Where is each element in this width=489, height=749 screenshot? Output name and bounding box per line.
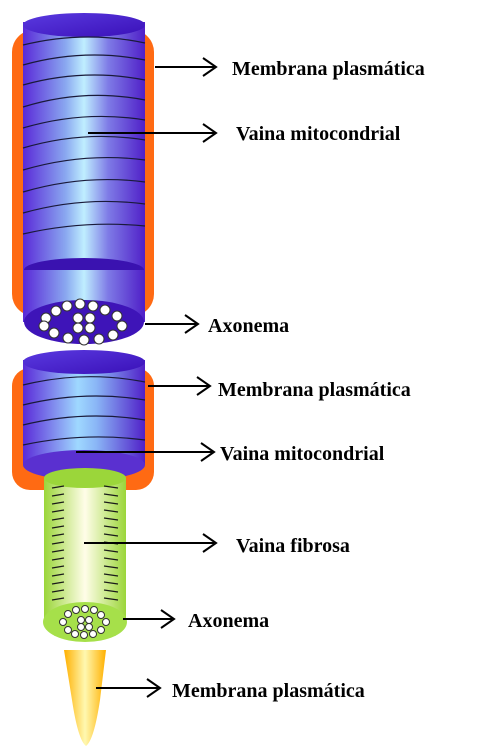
label-membrana-plasmatica-2: Membrana plasmática: [218, 379, 411, 401]
arrow-axonema-2: [123, 610, 174, 628]
label-axonema-1: Axonema: [208, 315, 289, 337]
arrow-membrana-2: [148, 377, 210, 395]
principal-piece: [43, 468, 127, 642]
end-piece-membrane: [64, 650, 106, 746]
label-vaina-mitocondrial-1: Vaina mitocondrial: [236, 123, 401, 145]
arrow-membrana-1: [155, 58, 216, 76]
midpiece-upper: [12, 13, 154, 345]
label-membrana-plasmatica-3: Membrana plasmática: [172, 680, 365, 702]
arrow-membrana-3: [96, 679, 160, 697]
arrow-axonema-1: [145, 315, 198, 333]
mitochondrial-sheath-middle: [23, 360, 145, 465]
end-piece: [64, 650, 106, 746]
mito-top-cap: [23, 13, 145, 37]
label-membrana-plasmatica-1: Membrana plasmática: [232, 58, 425, 80]
label-vaina-mitocondrial-2: Vaina mitocondrial: [220, 443, 385, 465]
label-axonema-2: Axonema: [188, 610, 269, 632]
label-vaina-fibrosa: Vaina fibrosa: [236, 535, 350, 557]
